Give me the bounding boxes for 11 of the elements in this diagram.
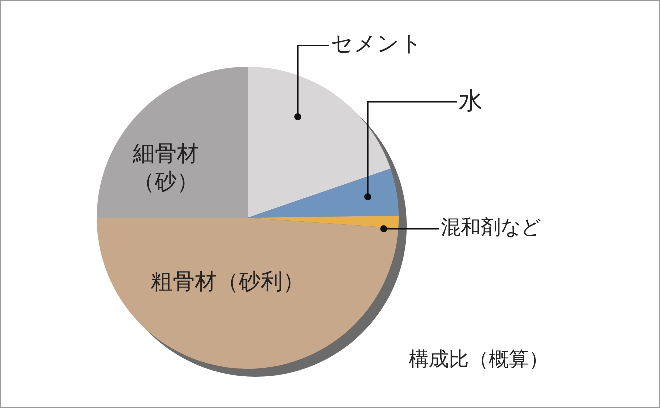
pie-slice xyxy=(248,67,391,218)
leader-line xyxy=(364,101,457,200)
caption: 構成比（概算） xyxy=(409,347,549,372)
callout-label: セメント xyxy=(331,31,423,58)
slice-label: 粗骨材（砂利） xyxy=(151,269,305,296)
slice-label: 細骨材（砂） xyxy=(133,141,203,196)
callout-label: 混和剤など xyxy=(441,215,541,240)
leader-line xyxy=(294,44,329,120)
leader-line xyxy=(380,226,439,232)
callout-label: 水 xyxy=(459,86,483,116)
pie-slice xyxy=(248,168,399,218)
